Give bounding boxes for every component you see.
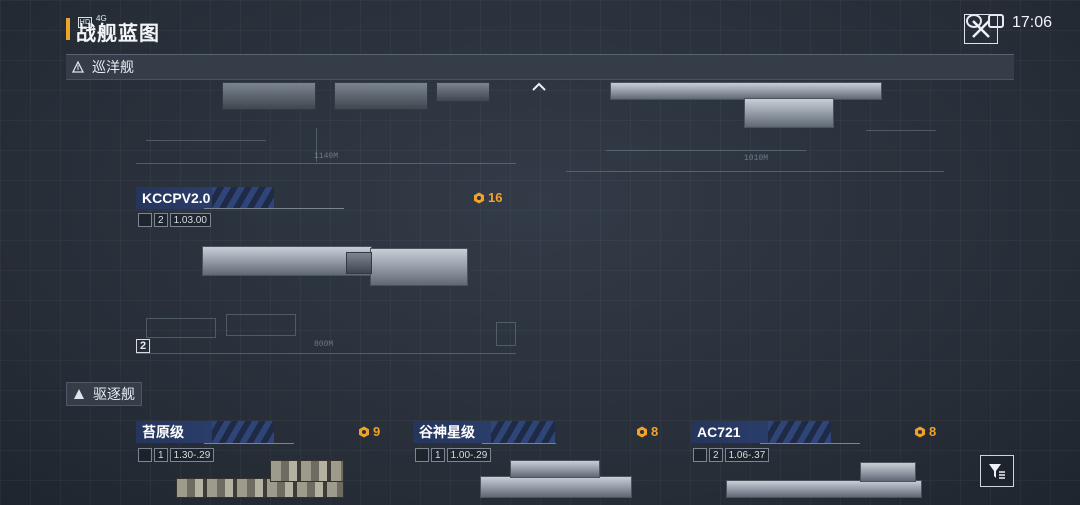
ship-cost-value: 8	[929, 424, 937, 439]
filter-icon	[989, 464, 1005, 479]
close-x-icon	[972, 20, 990, 38]
ship-stats: 2 1.03.00	[138, 213, 211, 227]
ship-hull-partial	[222, 82, 316, 110]
section-label-destroyer: 驱逐舰	[93, 386, 135, 402]
faction-icon	[138, 448, 152, 462]
ship-name: 谷神星级	[419, 424, 475, 440]
ship-hull-kccpv[interactable]	[202, 246, 372, 276]
section-label-cruiser: 巡洋舰	[92, 59, 134, 75]
triangle-icon	[74, 389, 84, 399]
leader-line	[482, 443, 556, 444]
ship-stat-value: 1.30-.29	[169, 448, 215, 462]
ship-hull-partial	[334, 82, 428, 110]
ship-hull-kccpv-mid	[346, 252, 372, 274]
hexagon-cost-icon	[474, 192, 484, 203]
section-header-destroyer[interactable]: 驱逐舰	[66, 382, 142, 406]
ship-hull-ceres[interactable]	[480, 476, 632, 498]
ship-cost: 8	[636, 424, 658, 439]
hexagon-cost-icon	[915, 426, 925, 437]
hexagon-cost-icon	[359, 426, 369, 437]
page-title: 战舰蓝图	[76, 23, 160, 45]
section-header-cruiser[interactable]: 巡洋舰	[66, 54, 1014, 80]
blueprint-drawing: 1140M	[136, 110, 516, 164]
leader-line	[760, 443, 860, 444]
triangle-icon	[72, 61, 84, 73]
ship-tier: 1	[431, 448, 445, 462]
ship-stats: 2 1.06-.37	[693, 448, 770, 462]
ship-stats: 1 1.00-.29	[415, 448, 492, 462]
ship-cost: 16	[473, 190, 502, 205]
ship-stat-value: 1.06-.37	[724, 448, 770, 462]
ship-hull-ac721[interactable]	[726, 480, 922, 498]
ship-cost: 8	[914, 424, 936, 439]
ship-name-label[interactable]: KCCPV2.0	[136, 187, 274, 209]
title-accent-bar	[66, 18, 70, 40]
ship-hull-kccpv-stern	[370, 248, 468, 286]
ship-stat-value: 1.00-.29	[446, 448, 492, 462]
ship-tier: 2	[154, 213, 168, 227]
ship-cost-value: 8	[651, 424, 659, 439]
ship-hull-partial	[436, 82, 490, 102]
ship-cost: 9	[358, 424, 380, 439]
blueprint-number-badge: 2	[136, 339, 150, 353]
blueprint-length-label: 1010M	[744, 154, 769, 163]
ship-hull-ac721-bridge	[860, 462, 916, 482]
ship-hull-ceres-bridge	[510, 460, 600, 478]
ship-name-label[interactable]: 谷神星级	[413, 421, 555, 443]
blueprint-drawing: 800M	[136, 310, 516, 354]
alarm-icon	[966, 14, 982, 28]
close-button[interactable]	[964, 14, 998, 44]
ship-tier: 2	[709, 448, 723, 462]
filter-button[interactable]	[980, 455, 1014, 487]
ship-cost-value: 9	[373, 424, 381, 439]
hexagon-cost-icon	[637, 426, 647, 437]
globe-icon	[693, 448, 707, 462]
blueprint-length-label: 1140M	[314, 152, 339, 161]
ship-tier: 1	[154, 448, 168, 462]
blueprint-length-label: 800M	[314, 340, 334, 349]
ship-hull-tundra-bridge	[270, 460, 344, 482]
ship-name: KCCPV2.0	[142, 190, 211, 206]
signal-indicator: 4G	[96, 14, 107, 23]
leader-line	[204, 208, 344, 209]
ship-name-label[interactable]: AC721	[691, 421, 831, 443]
ship-cost-value: 16	[488, 190, 503, 205]
ship-name: AC721	[697, 424, 741, 440]
ship-hull-tundra[interactable]	[176, 478, 344, 498]
leader-line	[204, 443, 294, 444]
ship-name-label[interactable]: 苔原级	[136, 421, 274, 443]
ship-hull-partial	[744, 98, 834, 128]
ship-name: 苔原级	[142, 424, 184, 440]
status-time: 17:06	[1011, 14, 1052, 31]
hd-badge: HD	[78, 17, 92, 28]
ship-stat-value: 1.03.00	[169, 213, 211, 227]
globe-icon	[138, 213, 152, 227]
faction-icon	[415, 448, 429, 462]
ship-stats: 1 1.30-.29	[138, 448, 215, 462]
chevron-up-icon[interactable]	[530, 80, 548, 94]
blueprint-drawing: 1010M	[566, 110, 944, 172]
